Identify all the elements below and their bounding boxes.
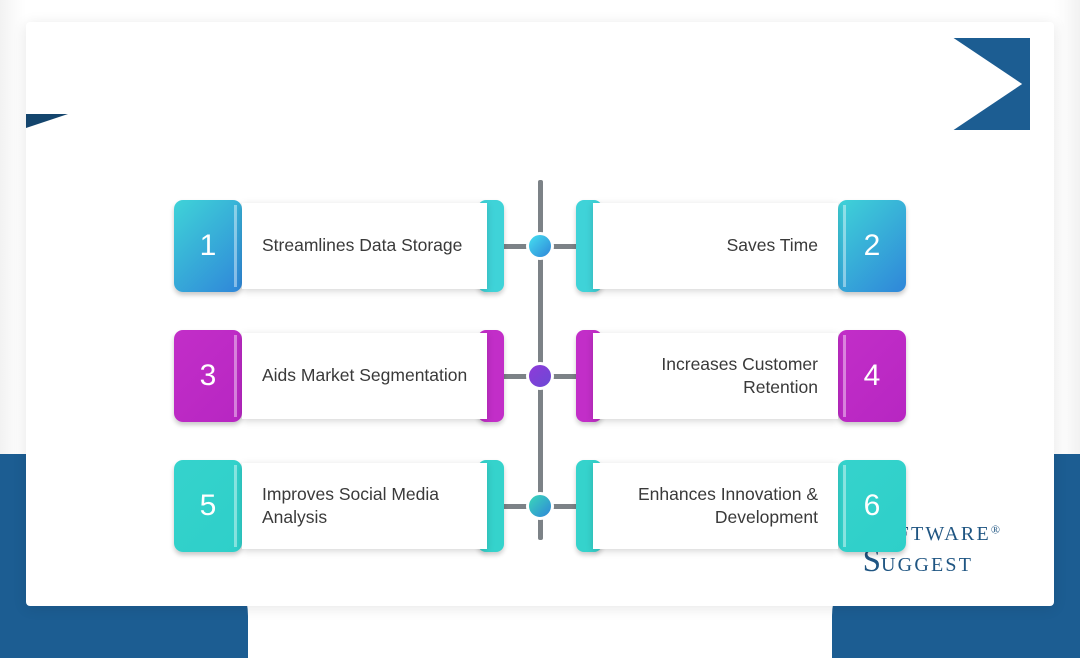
benefit-body-6: Enhances Innovation & Development <box>593 463 838 549</box>
benefit-label-1: Streamlines Data Storage <box>262 235 463 256</box>
benefit-number-badge-3: 3 <box>174 330 242 422</box>
benefit-card-5[interactable]: 5 Improves Social Media Analysis <box>174 460 544 552</box>
benefit-number-badge-2: 2 <box>838 200 906 292</box>
logo-initial-s-bottom: S <box>862 543 882 580</box>
benefit-row-3: 5 Improves Social Media Analysis Enhance… <box>26 460 1054 552</box>
benefit-connector-1 <box>504 243 544 249</box>
page-title: Benefits Of Big Data Software <box>86 66 532 101</box>
benefit-number-6: 6 <box>863 489 881 522</box>
benefit-body-2: Saves Time <box>593 203 838 289</box>
benefit-label-6: Enhances Innovation & Development <box>638 483 818 527</box>
benefit-number-badge-5: 5 <box>174 460 242 552</box>
benefit-number-1: 1 <box>199 229 217 262</box>
spine-node-3 <box>526 492 554 520</box>
header-ribbon: Benefits Of Big Data Software <box>50 38 1030 130</box>
benefit-number-2: 2 <box>863 229 881 262</box>
bottom-right-accent-notch <box>1054 454 1080 546</box>
benefit-card-3[interactable]: 3 Aids Market Segmentation <box>174 330 544 422</box>
benefit-number-badge-4: 4 <box>838 330 906 422</box>
content-panel: Benefits Of Big Data Software 1 Streamli… <box>26 22 1054 606</box>
registered-trademark-icon: ® <box>990 522 1000 537</box>
benefit-body-1: Streamlines Data Storage <box>242 203 487 289</box>
benefit-row-2: 3 Aids Market Segmentation Increases Cus… <box>26 330 1054 422</box>
benefit-card-2[interactable]: Saves Time 2 <box>536 200 906 292</box>
benefit-number-3: 3 <box>199 359 217 392</box>
logo-word-suggest: uggest <box>881 554 974 577</box>
logo-line-2: Suggest <box>862 543 1000 580</box>
center-spine-line <box>537 180 543 540</box>
benefit-card-4[interactable]: Increases Customer Retention 4 <box>536 330 906 422</box>
benefit-label-5: Improves Social Media Analysis <box>262 483 440 527</box>
benefit-row-1: 1 Streamlines Data Storage Saves Time 2 <box>26 200 1054 292</box>
benefit-number-badge-1: 1 <box>174 200 242 292</box>
logo-word-software: oftware <box>881 522 991 545</box>
benefit-body-3: Aids Market Segmentation <box>242 333 487 419</box>
benefit-connector-2 <box>536 243 576 249</box>
benefit-number-5: 5 <box>199 489 217 522</box>
benefit-label-4: Increases Customer Retention <box>661 353 818 397</box>
benefit-card-6[interactable]: Enhances Innovation & Development 6 <box>536 460 906 552</box>
benefit-connector-5 <box>504 503 544 509</box>
benefit-number-badge-6: 6 <box>838 460 906 552</box>
benefit-connector-3 <box>504 373 544 379</box>
spine-node-2 <box>526 362 554 390</box>
benefit-body-4: Increases Customer Retention <box>593 333 838 419</box>
benefit-card-1[interactable]: 1 Streamlines Data Storage <box>174 200 544 292</box>
benefit-label-2: Saves Time <box>726 235 818 256</box>
benefit-connector-6 <box>536 503 576 509</box>
benefit-body-5: Improves Social Media Analysis <box>242 463 487 549</box>
benefit-label-3: Aids Market Segmentation <box>262 365 468 386</box>
benefit-number-4: 4 <box>863 359 881 392</box>
benefits-diagram: 1 Streamlines Data Storage Saves Time 2 <box>26 170 1054 552</box>
spine-node-1 <box>526 232 554 260</box>
benefit-connector-4 <box>536 373 576 379</box>
bottom-left-accent-notch <box>0 454 26 546</box>
